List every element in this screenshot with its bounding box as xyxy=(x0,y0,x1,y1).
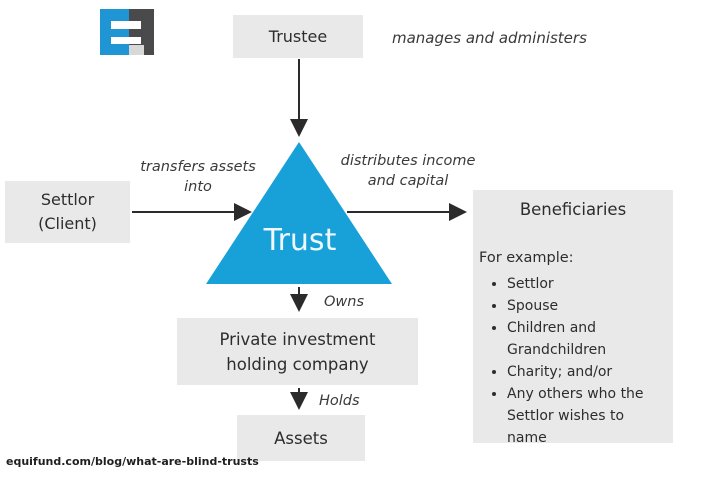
trustee-label: Trustee xyxy=(268,27,328,46)
private-company-label-line2: holding company xyxy=(226,354,369,374)
beneficiaries-panel: Beneficiaries For example: SettlorSpouse… xyxy=(473,190,673,446)
logo-white-slot-bottom xyxy=(110,36,142,44)
edge-label-transfers: transfers assets into xyxy=(140,159,256,195)
trust-node-label: Trust xyxy=(263,223,337,258)
beneficiary-item: Children and Grandchildren xyxy=(507,317,663,361)
settlor-node: Settlor (Client) xyxy=(5,181,130,243)
logo-light-corner xyxy=(128,44,144,55)
beneficiaries-intro: For example: xyxy=(479,250,574,266)
edge-label-distributes: distributes income and capital xyxy=(340,153,476,189)
settlor-label-line2: (Client) xyxy=(38,214,97,233)
beneficiary-item: Any others who the Settlor wishes to nam… xyxy=(507,383,663,449)
settlor-label-line1: Settlor xyxy=(40,190,95,209)
trust-triangle xyxy=(206,142,392,284)
beneficiaries-title: Beneficiaries xyxy=(519,200,627,219)
trustee-node: Trustee xyxy=(233,15,363,58)
edge-label-manages: manages and administers xyxy=(392,29,587,47)
edge-label-holds: Holds xyxy=(319,393,360,409)
assets-label: Assets xyxy=(274,428,328,448)
logo-blue-half xyxy=(100,9,129,55)
assets-node: Assets xyxy=(237,415,365,461)
beneficiary-item: Spouse xyxy=(507,295,663,317)
edge-label-owns: Owns xyxy=(324,294,365,310)
beneficiary-item: Charity; and/or xyxy=(507,361,663,383)
logo-white-slot-top xyxy=(110,21,142,30)
source-url: equifund.com/blog/what-are-blind-trusts xyxy=(6,455,259,468)
private-company-label-line1: Private investment xyxy=(219,329,376,349)
beneficiary-item: Settlor xyxy=(507,273,663,295)
equifund-logo xyxy=(100,9,154,55)
private-company-node: Private investment holding company xyxy=(177,318,418,385)
beneficiaries-list: SettlorSpouseChildren and GrandchildrenC… xyxy=(479,273,667,449)
